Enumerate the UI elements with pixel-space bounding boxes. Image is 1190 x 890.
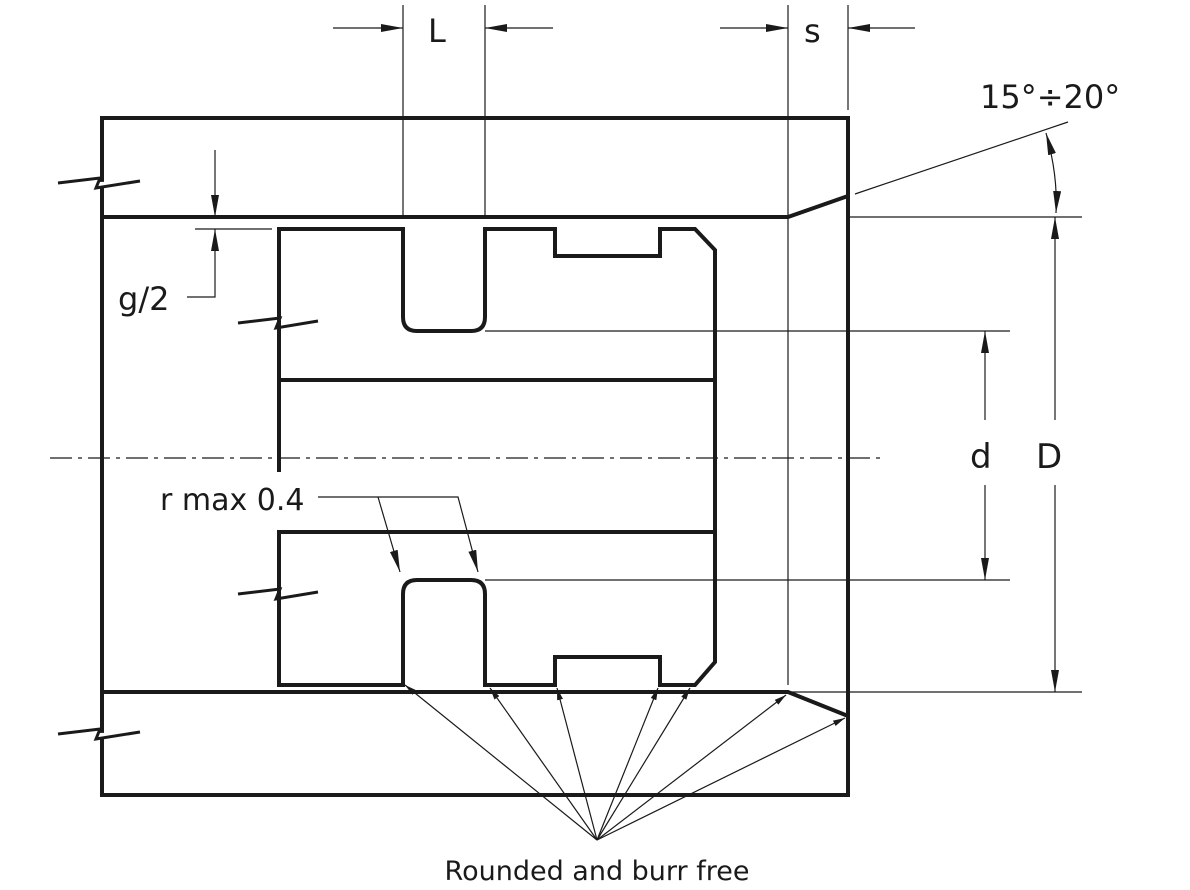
dimension-s: s — [720, 5, 915, 685]
edge-note-callout: Rounded and burr free — [404, 684, 846, 887]
dimension-L: L — [333, 5, 553, 217]
dimension-D: D — [788, 216, 1082, 693]
dimension-g2: g/2 — [118, 150, 272, 318]
top-housing — [100, 116, 850, 219]
label-g2: g/2 — [118, 280, 169, 318]
label-angle: 15°÷20° — [980, 78, 1120, 116]
seal-lower-section — [277, 530, 717, 687]
dimension-d: d — [485, 330, 1010, 581]
label-s: s — [804, 12, 821, 50]
label-note: Rounded and burr free — [445, 856, 750, 887]
dimension-angle: 15°÷20° — [854, 78, 1120, 214]
label-radius: r max 0.4 — [160, 483, 304, 518]
bottom-housing — [100, 690, 850, 797]
label-d: d — [970, 437, 992, 477]
label-L: L — [428, 12, 446, 50]
label-D: D — [1036, 437, 1062, 477]
seal-upper-section — [277, 227, 717, 382]
radius-callout: r max 0.4 — [160, 483, 479, 573]
